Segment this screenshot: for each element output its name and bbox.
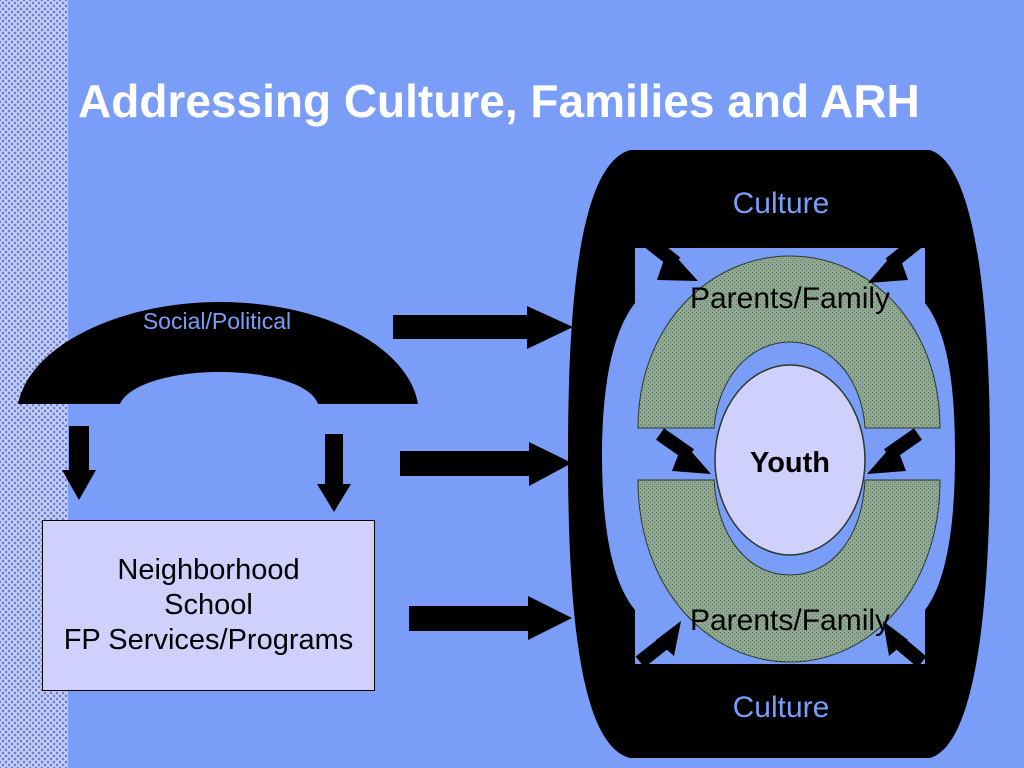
culture-to-parents-arrow-top-right [868, 234, 925, 283]
culture-top-label: Culture [733, 187, 830, 220]
parents-family-ring-bottom [637, 479, 941, 663]
down-arrow-right [317, 434, 351, 512]
social-political-arch [18, 302, 418, 404]
culture-to-parents-arrow-bottom-left [635, 621, 681, 668]
youth-label: Youth [750, 447, 830, 479]
social-political-label: Social/Political [143, 308, 291, 334]
school-line: School [164, 589, 253, 621]
parents-to-youth-arrow-left [655, 428, 711, 474]
youth-circle [714, 364, 866, 556]
right-arrow-bottom [409, 596, 572, 640]
neighborhood-box: Neighborhood School FP Services/Programs [42, 520, 375, 691]
neighborhood-line: Neighborhood [117, 554, 300, 586]
culture-to-parents-arrow-top-left [639, 232, 698, 281]
parents-family-bottom-label: Parents/Family [690, 604, 890, 637]
down-arrow-left [62, 426, 96, 500]
right-arrow-middle [400, 442, 572, 486]
parents-to-youth-arrow-right [867, 428, 923, 474]
right-arrow-top [393, 306, 573, 349]
parents-family-ring-top [637, 255, 941, 429]
culture-ring [568, 150, 990, 758]
parents-family-top-label: Parents/Family [690, 282, 890, 315]
fp-services-line: FP Services/Programs [63, 624, 354, 656]
culture-bottom-label: Culture [733, 691, 830, 724]
culture-to-parents-arrow-bottom-right [883, 621, 927, 668]
slide-title: Addressing Culture, Families and ARH [78, 75, 920, 127]
